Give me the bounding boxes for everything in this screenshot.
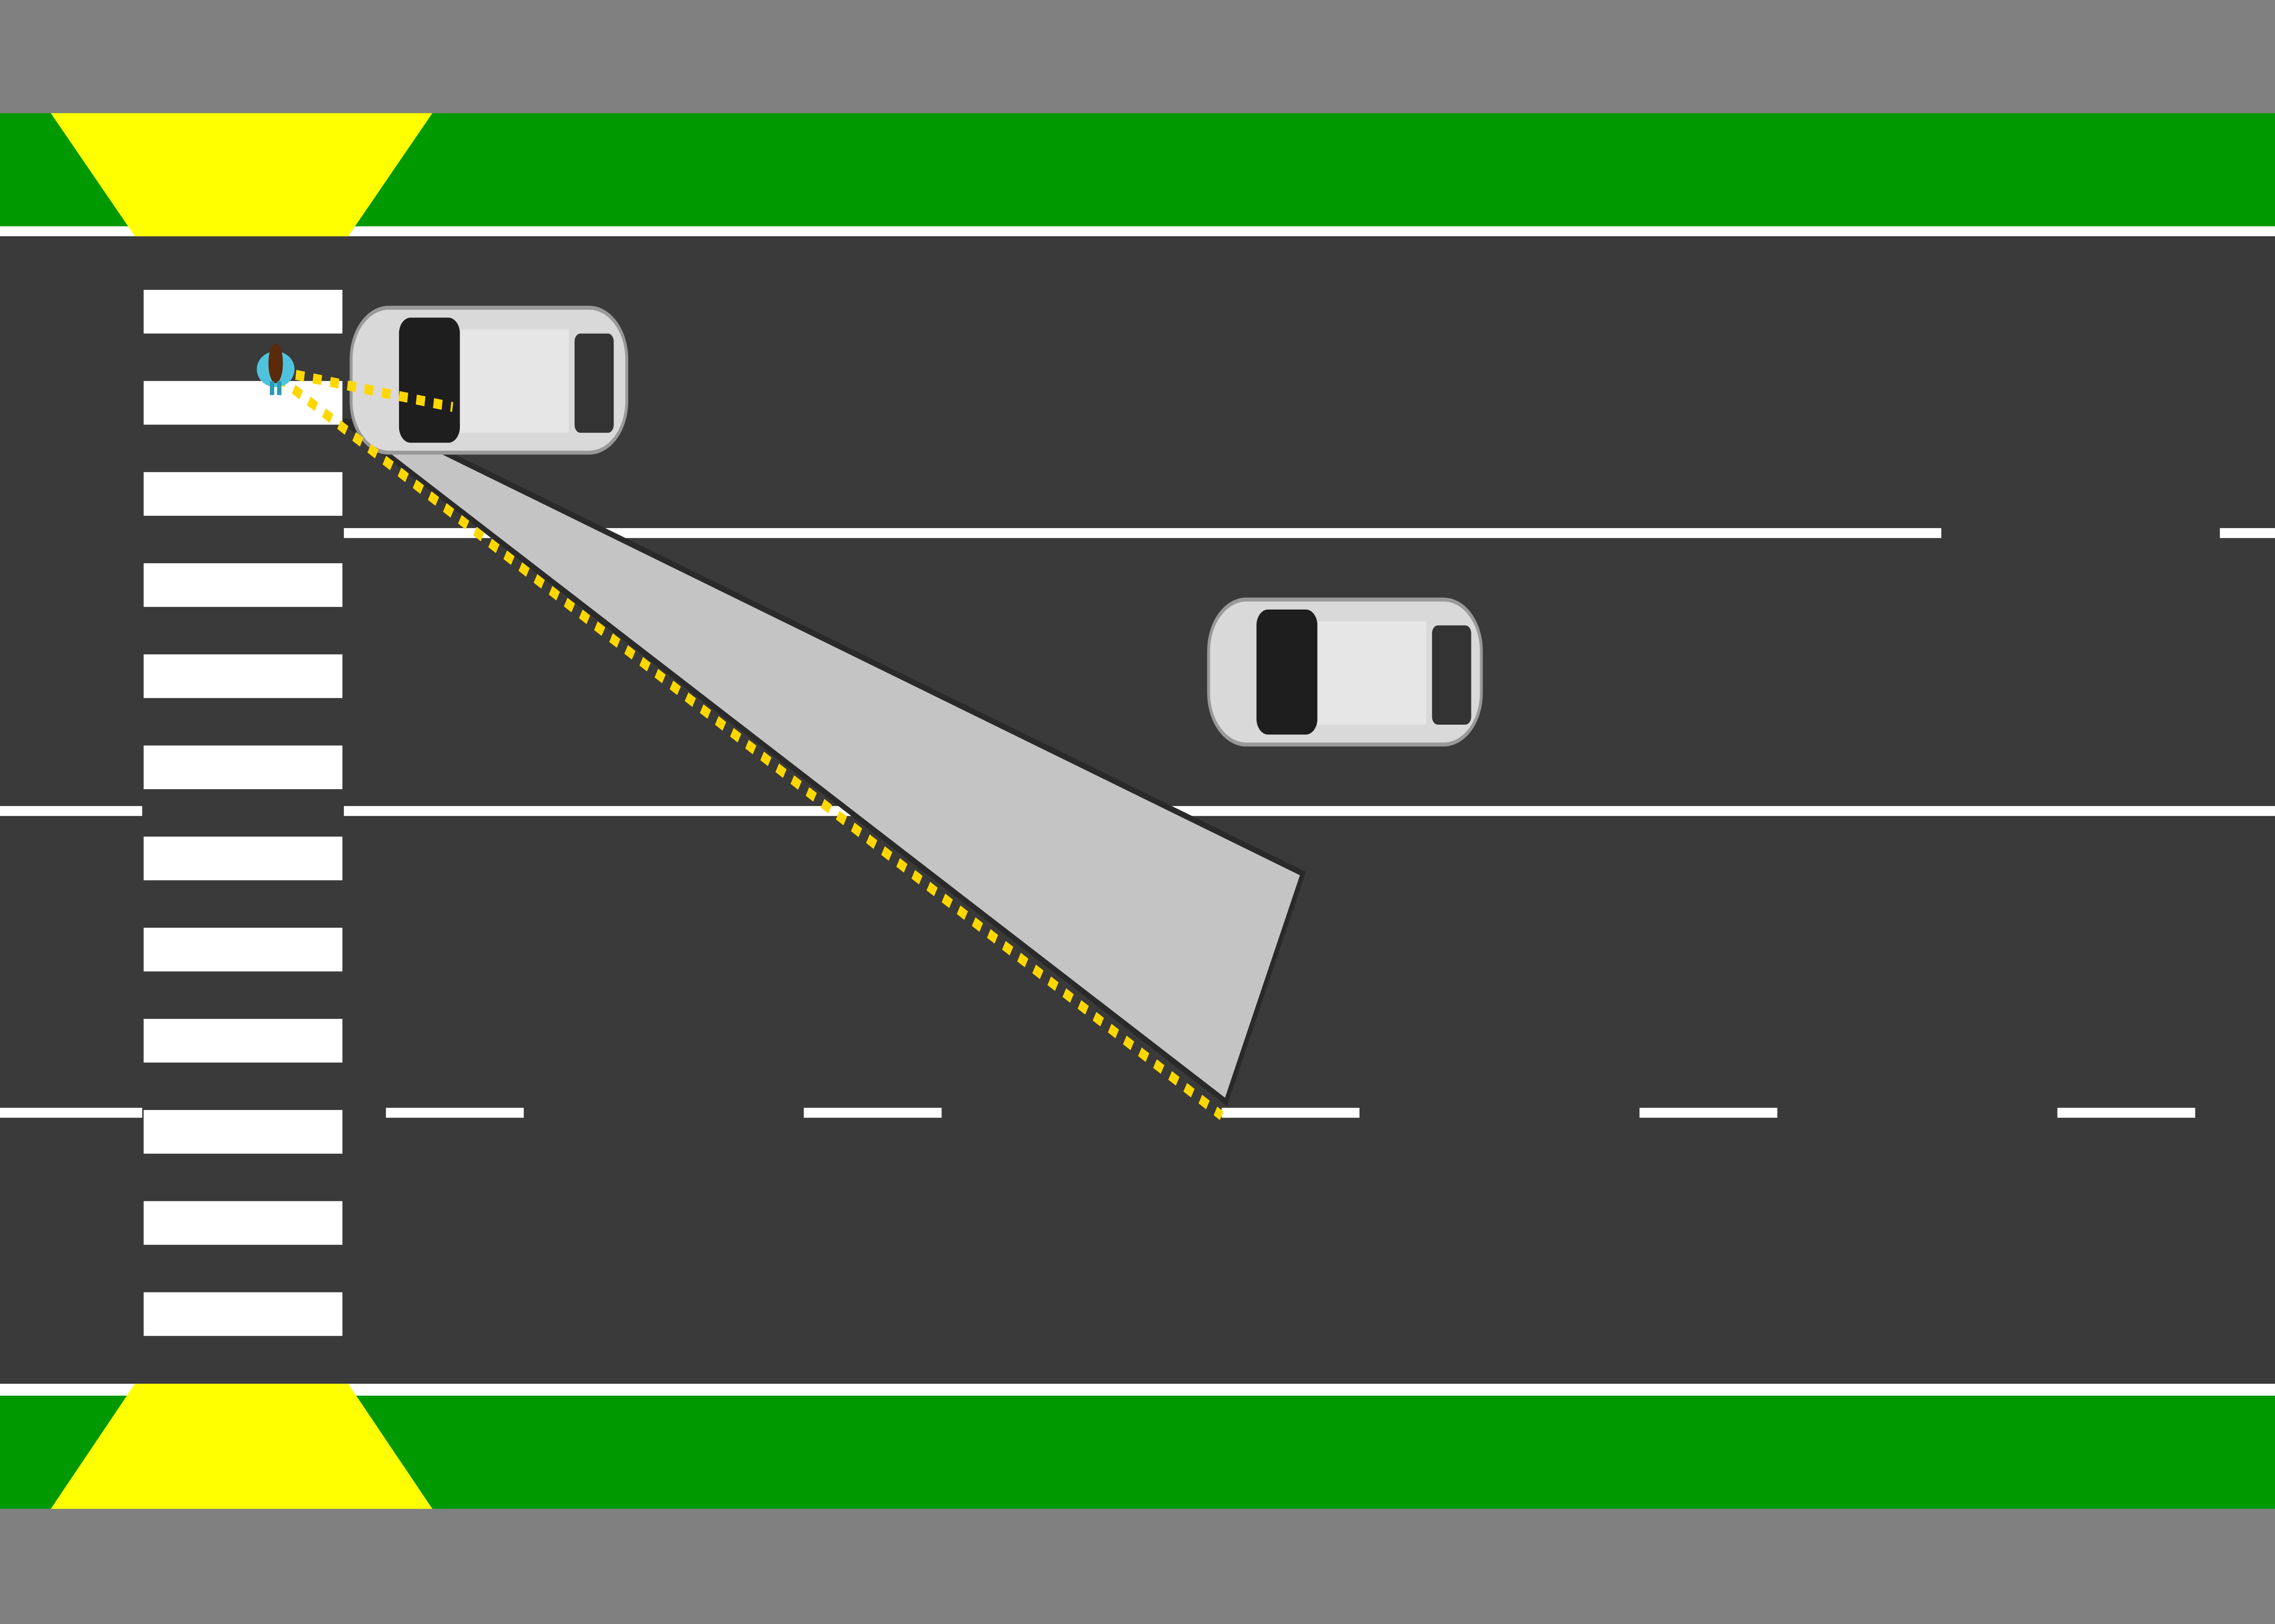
pedestrian-head	[268, 343, 283, 383]
crosswalk-stripe	[143, 563, 343, 607]
pedestrian-in-crosswalk	[257, 343, 295, 395]
bottom-curb-ramp	[51, 1383, 433, 1509]
pedestrian-foot	[270, 381, 274, 395]
crosswalk-stripe	[143, 472, 343, 516]
lane-lines	[0, 528, 2275, 1118]
crosswalk-stripe	[143, 1292, 343, 1336]
crosswalk-stripe	[143, 1201, 343, 1245]
lane-dash	[1639, 1108, 1778, 1118]
roof	[1317, 621, 1426, 725]
top-sidewalk	[0, 0, 2275, 113]
roof	[460, 329, 569, 433]
sightline-to-near-car	[278, 366, 454, 412]
top-curb-ramp	[51, 113, 433, 237]
crosswalk-stripe	[143, 654, 343, 698]
center-line	[344, 806, 2275, 816]
lane-dash	[2057, 1108, 2195, 1118]
windshield	[1256, 609, 1318, 735]
top-edge-line	[0, 226, 2275, 237]
lane-dash	[386, 1108, 524, 1118]
lane-dash	[804, 1108, 942, 1118]
lane-line-upper	[2219, 528, 2275, 538]
pedestrian-foot	[277, 381, 282, 395]
lane-dash	[1221, 1108, 1360, 1118]
sightlines	[277, 366, 1223, 1120]
center-line	[0, 806, 142, 816]
sightline-to-far-lane	[277, 373, 1223, 1120]
rear-window	[1432, 625, 1471, 725]
rear-window	[574, 333, 614, 433]
crosswalk-stripe	[143, 837, 343, 881]
crosswalk-stripe	[143, 928, 343, 972]
crosswalk	[143, 290, 343, 1336]
approaching-car-middle-lane	[1207, 597, 1483, 746]
crosswalk-stripe	[143, 290, 343, 334]
bottom-sidewalk	[0, 1508, 2275, 1624]
crosswalk-stripe	[143, 1110, 343, 1154]
stopped-car-near-lane	[349, 306, 628, 455]
bottom-edge-line	[0, 1383, 2275, 1396]
crosswalk-stripe	[143, 1019, 343, 1063]
lane-dash	[0, 1108, 142, 1118]
lane-line-upper	[344, 528, 1941, 538]
windshield	[399, 318, 460, 443]
crosswalk-stripe	[143, 745, 343, 789]
